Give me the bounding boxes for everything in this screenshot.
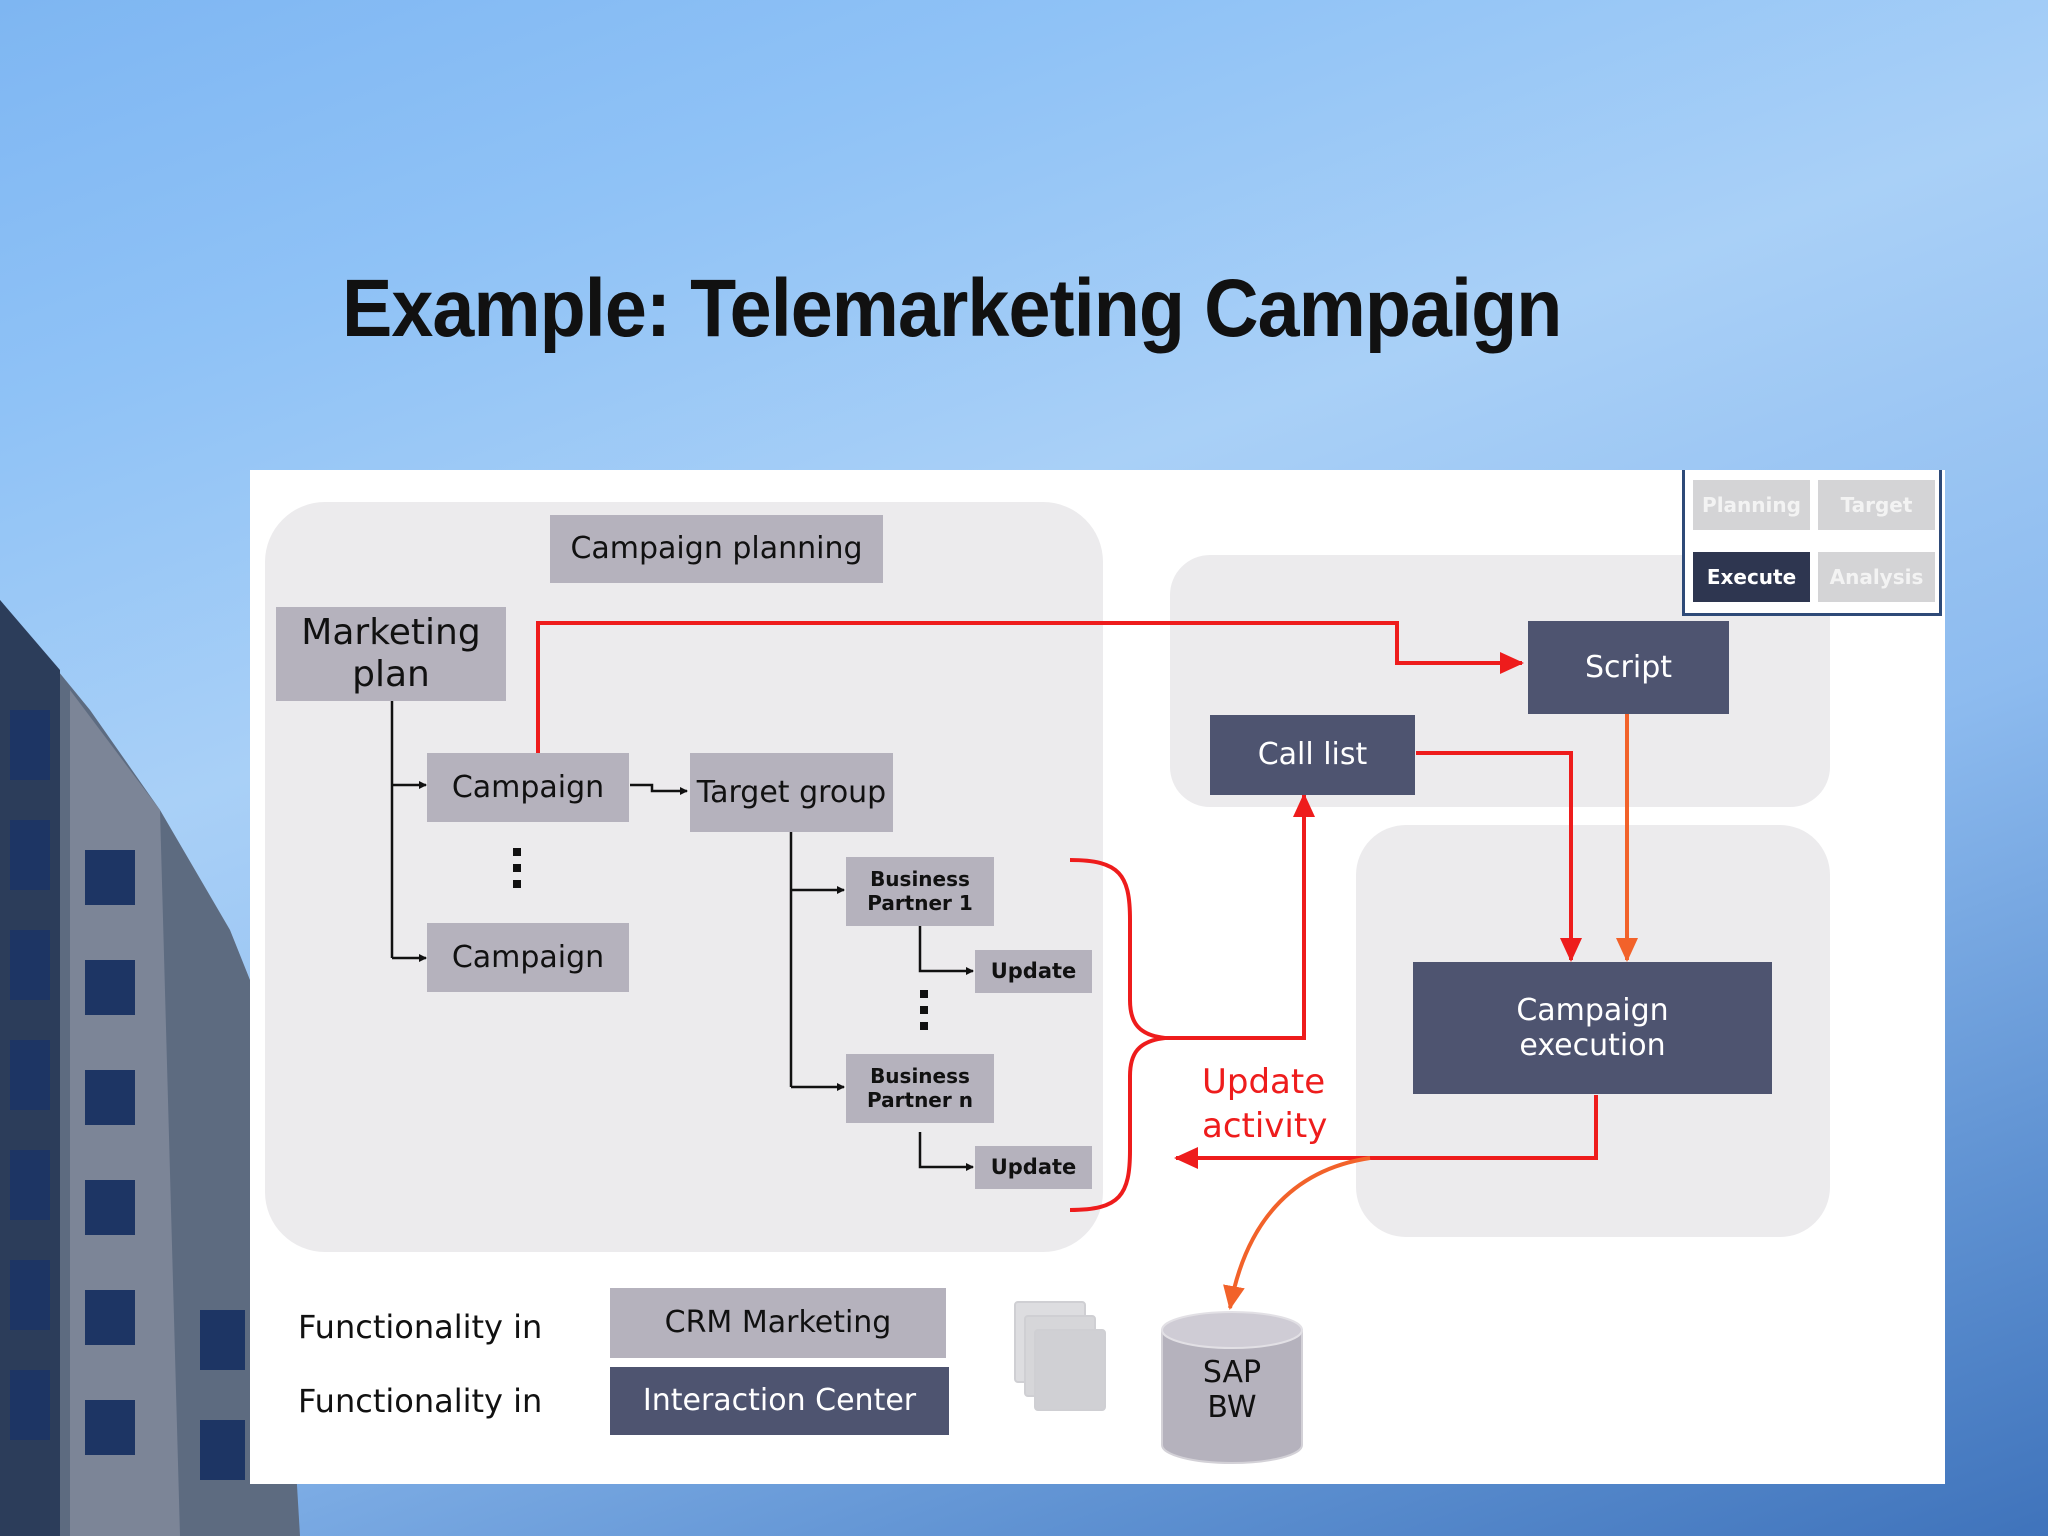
call-list-box: Call list — [1210, 715, 1415, 795]
ellipsis-dots-partners — [920, 990, 928, 1038]
tree-arrow-target-group — [630, 783, 688, 795]
ellipsis-dots-campaigns — [513, 848, 521, 896]
stage-analysis: Analysis — [1818, 552, 1935, 602]
arrow-updates-to-calllist — [1165, 793, 1315, 1040]
tree-arrow-update-2 — [918, 1132, 974, 1171]
update-activity-label: Update activity — [1202, 1062, 1328, 1147]
legend-interaction-center: Interaction Center — [610, 1367, 949, 1435]
stage-planning: Planning — [1693, 480, 1810, 530]
diagram-panel: Planning Target Execute Analysis — [250, 470, 1945, 1484]
arrow-execution-update-activity — [1174, 1095, 1598, 1169]
slide-title: Example: Telemarketing Campaign — [342, 263, 1562, 354]
campaign-planning-box: Campaign planning — [550, 515, 883, 583]
stage-target: Target — [1818, 480, 1935, 530]
marketing-plan-box: Marketing plan — [276, 607, 506, 701]
arrow-calllist-to-execution — [1416, 751, 1582, 962]
campaign-box-2: Campaign — [427, 923, 629, 992]
building-background-image — [0, 600, 300, 1536]
legend-label-ic: Functionality in — [298, 1382, 543, 1420]
stage-indicator: Planning Target Execute Analysis — [1682, 470, 1942, 616]
legend-label-crm: Functionality in — [298, 1308, 543, 1346]
campaign-execution-box: Campaign execution — [1413, 962, 1772, 1094]
update-box-1: Update — [975, 950, 1092, 993]
target-group-box: Target group — [690, 753, 893, 832]
sap-bw-label: SAP BW — [1202, 1354, 1262, 1425]
update-box-2: Update — [975, 1146, 1092, 1189]
arrow-campaign-to-script — [536, 621, 1524, 753]
business-partner-1-box: Business Partner 1 — [846, 857, 994, 926]
legend-crm-marketing: CRM Marketing — [610, 1288, 946, 1358]
script-box: Script — [1528, 621, 1729, 714]
business-partner-n-box: Business Partner n — [846, 1054, 994, 1123]
stage-execute: Execute — [1693, 552, 1810, 602]
arrow-to-sap-bw — [1223, 1156, 1371, 1310]
connector-lines — [390, 621, 1638, 1464]
sap-bw-database-icon — [1161, 1311, 1303, 1464]
campaign-box-1: Campaign — [427, 753, 629, 822]
document-stack-icon — [1014, 1301, 1106, 1411]
